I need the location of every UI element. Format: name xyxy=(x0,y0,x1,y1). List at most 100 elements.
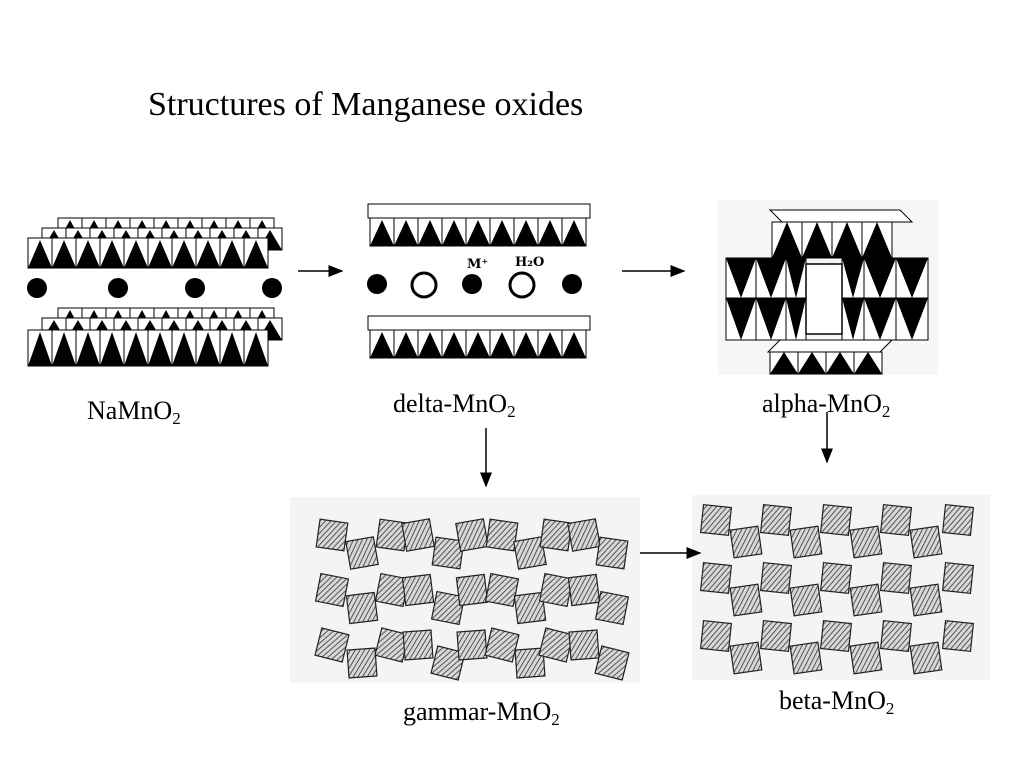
octahedron-chain-tile xyxy=(789,525,823,559)
octahedron-chain-tile xyxy=(431,536,465,570)
octahedron-chain-tile xyxy=(513,536,547,570)
water-label: H₂O xyxy=(515,255,544,270)
interlayer-species: M⁺ H₂O xyxy=(367,255,582,299)
octahedron-face xyxy=(514,332,538,358)
octahedron-face xyxy=(726,298,756,340)
octahedron-face xyxy=(756,298,786,340)
octahedron-face xyxy=(418,220,442,246)
octahedron-chain-tile xyxy=(484,572,520,608)
octahedron-face xyxy=(854,352,882,374)
octahedron-face xyxy=(100,240,124,268)
octahedron-face xyxy=(172,332,196,366)
octahedron-face xyxy=(172,240,196,268)
octahedron-chain-tile xyxy=(849,641,883,675)
octahedron-face xyxy=(798,352,826,374)
octahedron-face xyxy=(514,220,538,246)
namno2-lower-layer xyxy=(27,307,283,367)
octahedron-face xyxy=(864,258,896,298)
octahedron-face xyxy=(832,222,862,258)
octahedron-face xyxy=(244,240,268,268)
octahedron-chain-tile xyxy=(538,627,574,663)
octahedron-face xyxy=(76,240,100,268)
octahedron-chain-tile xyxy=(941,619,975,653)
octahedron-face xyxy=(196,332,220,366)
tunnel-top-face xyxy=(768,209,914,223)
octahedron-face xyxy=(538,220,562,246)
octahedron-chain-tile xyxy=(315,518,349,552)
octahedron-chain-tile xyxy=(759,561,793,595)
tunnel-bottom-face xyxy=(766,339,894,353)
octahedron-chain-tile xyxy=(729,525,763,559)
octahedron-chain-tile xyxy=(430,590,466,626)
octahedron-chain-tile xyxy=(789,583,823,617)
octahedron-chain-tile xyxy=(594,645,630,681)
octahedron-chain-tile xyxy=(699,503,733,537)
octahedron-chain-tile xyxy=(455,573,489,607)
gammar-structure xyxy=(290,497,640,683)
octahedron-face xyxy=(370,220,394,246)
octahedron-face xyxy=(786,298,806,340)
sheet-top-face xyxy=(367,315,591,331)
octahedron-face xyxy=(148,240,172,268)
sheet-top-face xyxy=(367,203,591,219)
octahedron-chain-tile xyxy=(345,536,379,570)
octahedron-face xyxy=(726,258,756,298)
octahedron-chain-tile xyxy=(567,518,601,552)
octahedron-chain-tile xyxy=(539,518,573,552)
octahedron-chain-tile xyxy=(729,641,763,675)
octahedron-face xyxy=(896,298,928,340)
octahedron-chain-tile xyxy=(849,583,883,617)
namno2-structure xyxy=(27,217,283,367)
octahedron-chain-tile xyxy=(430,645,466,681)
beta-structure xyxy=(692,495,990,680)
octahedron-chain-tile xyxy=(402,629,434,661)
octahedron-face xyxy=(842,258,864,298)
octahedron-face xyxy=(28,332,52,366)
octahedron-face xyxy=(562,332,586,358)
octahedron-face xyxy=(562,220,586,246)
octahedron-chain-tile xyxy=(513,591,547,625)
octahedron-face xyxy=(148,332,172,366)
sodium-ion-row xyxy=(27,278,282,298)
label-delta: delta-MnO2 xyxy=(393,389,516,421)
octahedron-face xyxy=(842,298,864,340)
octahedron-chain-tile xyxy=(345,591,379,625)
octahedron-face xyxy=(196,240,220,268)
tunnel-cavity xyxy=(805,263,843,335)
octahedron-chain-tile xyxy=(568,629,600,661)
octahedron-face xyxy=(370,332,394,358)
octahedron-chain-tile xyxy=(401,573,435,607)
octahedron-face xyxy=(124,240,148,268)
octahedron-chain-tile xyxy=(314,572,350,608)
octahedron-chain-tile xyxy=(909,641,943,675)
octahedron-chain-tile xyxy=(538,572,574,608)
octahedron-chain-tile xyxy=(485,518,519,552)
label-alpha: alpha-MnO2 xyxy=(762,389,891,421)
octahedron-face xyxy=(394,332,418,358)
octahedron-chain-tile xyxy=(514,647,546,679)
octahedron-chain-tile xyxy=(941,561,975,595)
octahedron-face xyxy=(442,332,466,358)
delta-upper-layer xyxy=(367,203,591,247)
octahedron-face xyxy=(394,220,418,246)
octahedron-face xyxy=(28,240,52,268)
octahedron-chain-tile xyxy=(819,561,853,595)
octahedron-face xyxy=(756,258,786,298)
octahedron-chain-tile xyxy=(849,525,883,559)
octahedron-chain-tile xyxy=(819,619,853,653)
octahedron-face xyxy=(862,222,892,258)
octahedron-face xyxy=(826,352,854,374)
octahedron-face xyxy=(786,258,806,298)
octahedron-face xyxy=(538,332,562,358)
octahedron-chain-tile xyxy=(456,629,488,661)
octahedron-chain-tile xyxy=(346,647,378,679)
octahedron-face xyxy=(76,332,100,366)
delta-lower-layer xyxy=(367,315,591,359)
octahedron-chain-tile xyxy=(879,619,913,653)
octahedron-chain-tile xyxy=(819,503,853,537)
octahedron-chain-tile xyxy=(879,503,913,537)
octahedron-face xyxy=(220,332,244,366)
octahedron-face xyxy=(52,332,76,366)
octahedron-chain-tile xyxy=(879,561,913,595)
